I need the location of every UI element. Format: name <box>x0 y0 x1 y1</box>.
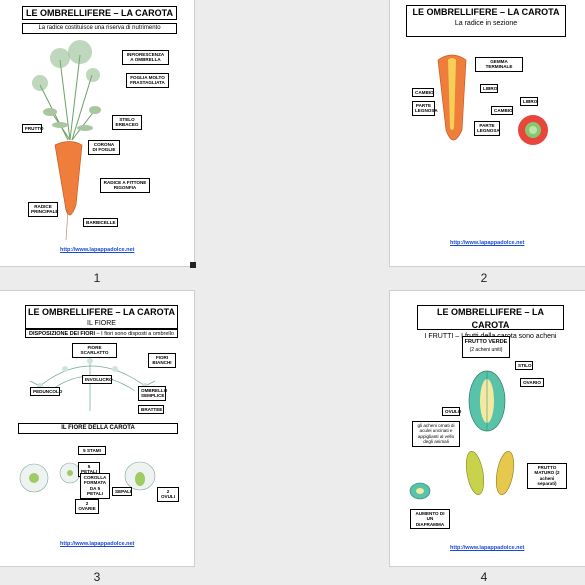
section-title: IL FIORE DELLA CAROTA <box>18 423 178 434</box>
page-subtitle: La radice costituisce una riserva di nut… <box>22 23 177 34</box>
label-simple-umbel: OMBRELLO SEMPLICE <box>138 386 167 401</box>
label-corolla: COROLLA FORMATA DA 5 PETALI <box>80 473 110 499</box>
label-peduncle: PEDUNCOLO <box>30 387 62 397</box>
label-inflorescence: INFIORESCENZA A OMBRELLA <box>122 50 169 65</box>
fruit-illustration <box>409 370 515 500</box>
label-xylem-2: PARTE LEGNOSA <box>474 121 500 136</box>
label-xylem: PARTE LEGNOSA <box>412 101 438 116</box>
page-4[interactable]: LE OMBRELLIFERE – LA CAROTA I FRUTTI – I… <box>390 291 585 566</box>
carrot-plant-illustration <box>32 40 101 241</box>
label-ovule: OVULO <box>442 407 461 417</box>
label-bracts: BRATTEE <box>138 405 164 415</box>
page-number: 1 <box>93 271 101 285</box>
label-taproot: RADICE A FITTONE RIGONFIA <box>100 178 150 193</box>
page-number: 3 <box>93 570 101 584</box>
page-number: 4 <box>480 570 488 584</box>
label-ovules: 2 OVULI <box>157 487 179 502</box>
label-main-root: RADICE PRINCIPALE <box>28 202 58 217</box>
label-ovaries: 2 OVARIE <box>75 499 99 514</box>
source-link[interactable]: http://www.lapappadolce.net <box>450 545 525 551</box>
label-phloem-2: LIBRO <box>520 97 538 107</box>
label-ripe-fruit: FRUTTO MATURO (2 acheni separati) <box>527 463 567 489</box>
page-2[interactable]: LE OMBRELLIFERE – LA CAROTA La radice in… <box>390 0 585 266</box>
page-title: LE OMBRELLIFERE – LA CAROTA <box>22 6 177 20</box>
page-1[interactable]: LE OMBRELLIFERE – LA CAROTA La radice co… <box>0 0 194 266</box>
label-crown: CORONA DI FOGLIE <box>88 140 120 155</box>
label-diaphragm: AUMENTO DI UN DIAFRAMMA <box>410 509 450 530</box>
resize-handle[interactable] <box>190 262 196 268</box>
page-3[interactable]: LE OMBRELLIFERE – LA CAROTA IL FIORE DIS… <box>0 291 194 566</box>
page-number: 2 <box>480 271 488 285</box>
source-link[interactable]: http://www.lapappadolce.net <box>450 240 525 246</box>
label-rootlets: BARBICELLE <box>83 218 118 228</box>
label-hooked-achenes: gli acheni ornati di aculei uncinati e a… <box>412 421 460 447</box>
label-fruit: FRUTTO <box>22 124 44 134</box>
label-scarlet-flower: FIORE SCARLATTO <box>72 343 117 358</box>
label-stem: STELO ERBACEO <box>112 115 142 130</box>
page-title: LE OMBRELLIFERE – LA CAROTA La radice in… <box>406 5 566 37</box>
label-white-flowers: FIORI BIANCHI <box>148 353 176 368</box>
label-cambium-2: CAMBIO <box>491 106 513 116</box>
label-involucre: INVOLUCRO <box>82 375 113 385</box>
label-sepals: SEPALI <box>112 487 132 497</box>
source-link[interactable]: http://www.lapappadolce.net <box>60 247 135 253</box>
label-ovary: OVARIO <box>520 378 544 388</box>
label-stamens: 5 STAMI <box>78 446 106 456</box>
arrangement-caption: DISPOSIZIONE DEI FIORI – I fiori sono di… <box>25 329 178 338</box>
root-section-illustration <box>437 54 548 145</box>
source-link[interactable]: http://www.lapappadolce.net <box>60 541 135 547</box>
label-terminal-bud: GEMMA TERMINALE <box>475 57 523 72</box>
label-cambium: CAMBIO <box>412 88 434 98</box>
label-phloem: LIBRO <box>480 84 498 94</box>
green-fruit-box: FRUTTO VERDE (2 acheni uniti) <box>462 336 510 358</box>
label-leaf: FOGLIA MOLTO FRASTAGLIATA <box>126 73 169 88</box>
flower-illustration <box>19 351 156 493</box>
page-subtitle: IL FIORE <box>87 320 116 327</box>
page-title: LE OMBRELLIFERE – LA CAROTA IL FIORE <box>25 305 178 329</box>
label-style: STILO <box>515 361 533 371</box>
page-subtitle: La radice in sezione <box>454 20 518 27</box>
